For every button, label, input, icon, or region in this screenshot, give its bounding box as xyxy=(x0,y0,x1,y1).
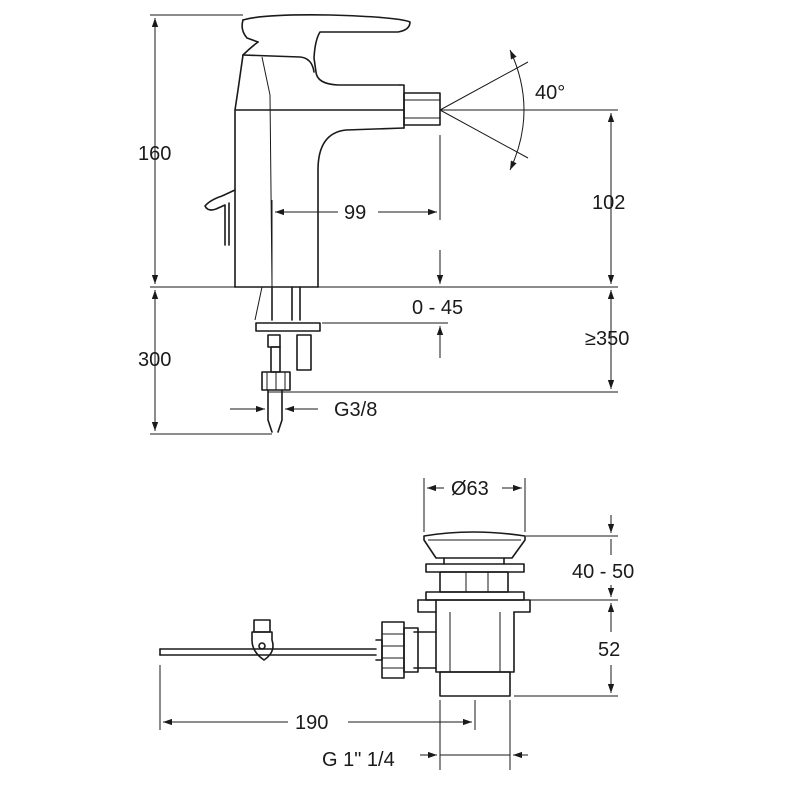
label-waste-top-range: 40 - 50 xyxy=(572,561,634,583)
waste-drawing xyxy=(159,531,531,697)
label-deck-thickness: 0 - 45 xyxy=(412,297,463,319)
label-spout-reach: 99 xyxy=(344,202,366,224)
dimension-labels: 160 40° 102 99 0 - 45 ≥350 300 G3/8 Ø63 … xyxy=(138,82,634,771)
label-waste-thread: G 1" 1/4 xyxy=(322,749,395,771)
label-connection: G3/8 xyxy=(334,399,377,421)
bidet-mixer-drawing xyxy=(204,14,441,433)
label-angle: 40° xyxy=(535,82,565,104)
waste-dimensions xyxy=(159,478,618,770)
label-waste-body: 52 xyxy=(598,639,620,661)
faucet-dimensions xyxy=(150,14,618,435)
label-waste-diameter: Ø63 xyxy=(451,478,489,500)
label-height-total: 160 xyxy=(138,143,171,165)
label-min-clearance: ≥350 xyxy=(585,328,629,350)
label-spout-height: 102 xyxy=(592,192,625,214)
label-rod-length: 190 xyxy=(295,712,328,734)
label-hose-length: 300 xyxy=(138,349,171,371)
